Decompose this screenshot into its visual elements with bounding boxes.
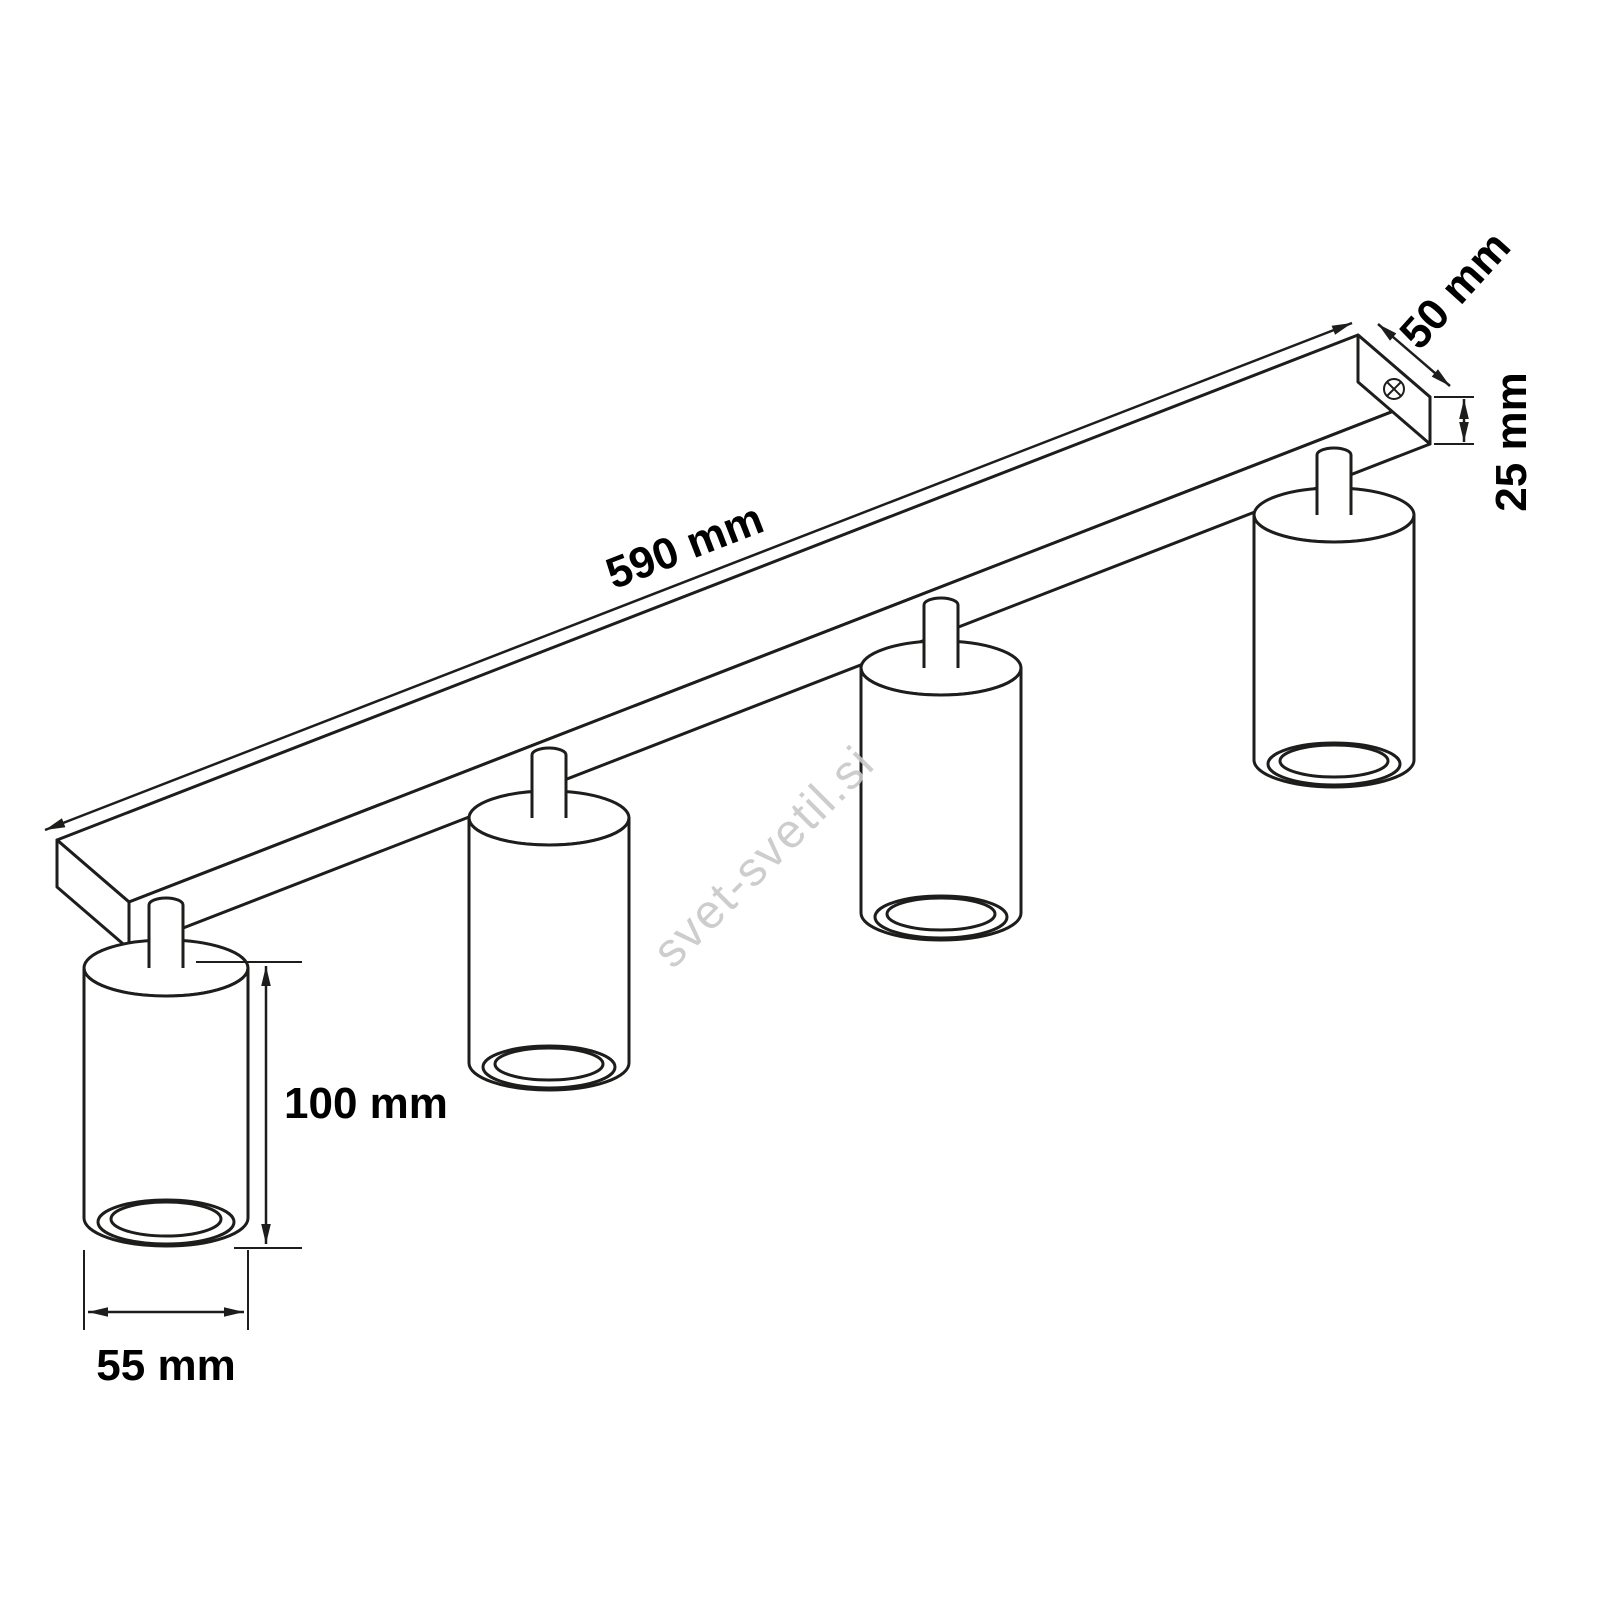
dimension-rail-depth: 50 mm bbox=[1377, 222, 1520, 387]
dimension-rail-length-arrow bbox=[44, 321, 1353, 832]
watermark-text: svet-svetil.si bbox=[643, 736, 885, 978]
dimension-rail-depth-arrow bbox=[1377, 323, 1451, 387]
spotlight-1-bezel-inner bbox=[109, 1200, 223, 1238]
dim-spot-diameter-label: 55 mm bbox=[96, 1341, 235, 1390]
dimension-rail-length: 590 mm bbox=[44, 321, 1353, 832]
dimension-rail-height: 25 mm bbox=[1434, 372, 1536, 512]
spotlight-2 bbox=[467, 746, 631, 1092]
dimension-spot-diameter: 55 mm bbox=[83, 1250, 249, 1390]
spotlight-4-stem bbox=[1315, 446, 1353, 515]
spotlight-1-stem bbox=[147, 896, 185, 968]
spotlight-2-stem bbox=[530, 746, 568, 818]
spotlight-1 bbox=[82, 896, 250, 1248]
spotlight-3 bbox=[859, 596, 1023, 942]
rail-top-face bbox=[55, 333, 1432, 904]
dim-spot-height-label: 100 mm bbox=[284, 1079, 448, 1128]
dimension-spot-height: 100 mm bbox=[196, 961, 448, 1249]
spotlight-1-body bbox=[82, 966, 250, 1248]
spotlight-2-body bbox=[467, 816, 631, 1092]
spotlight-2-bezel-outer bbox=[481, 1044, 617, 1090]
spotlight-2-bezel-inner bbox=[493, 1046, 605, 1082]
spotlight-3-bezel-inner bbox=[885, 896, 997, 932]
dim-depth-label: 50 mm bbox=[1390, 222, 1520, 358]
spotlight-1-bezel-outer bbox=[96, 1198, 236, 1246]
spotlight-3-stem bbox=[922, 596, 960, 668]
spotlight-4 bbox=[1252, 446, 1416, 789]
spotlight-3-bezel-outer bbox=[873, 894, 1009, 940]
dim-height-label: 25 mm bbox=[1487, 372, 1536, 511]
